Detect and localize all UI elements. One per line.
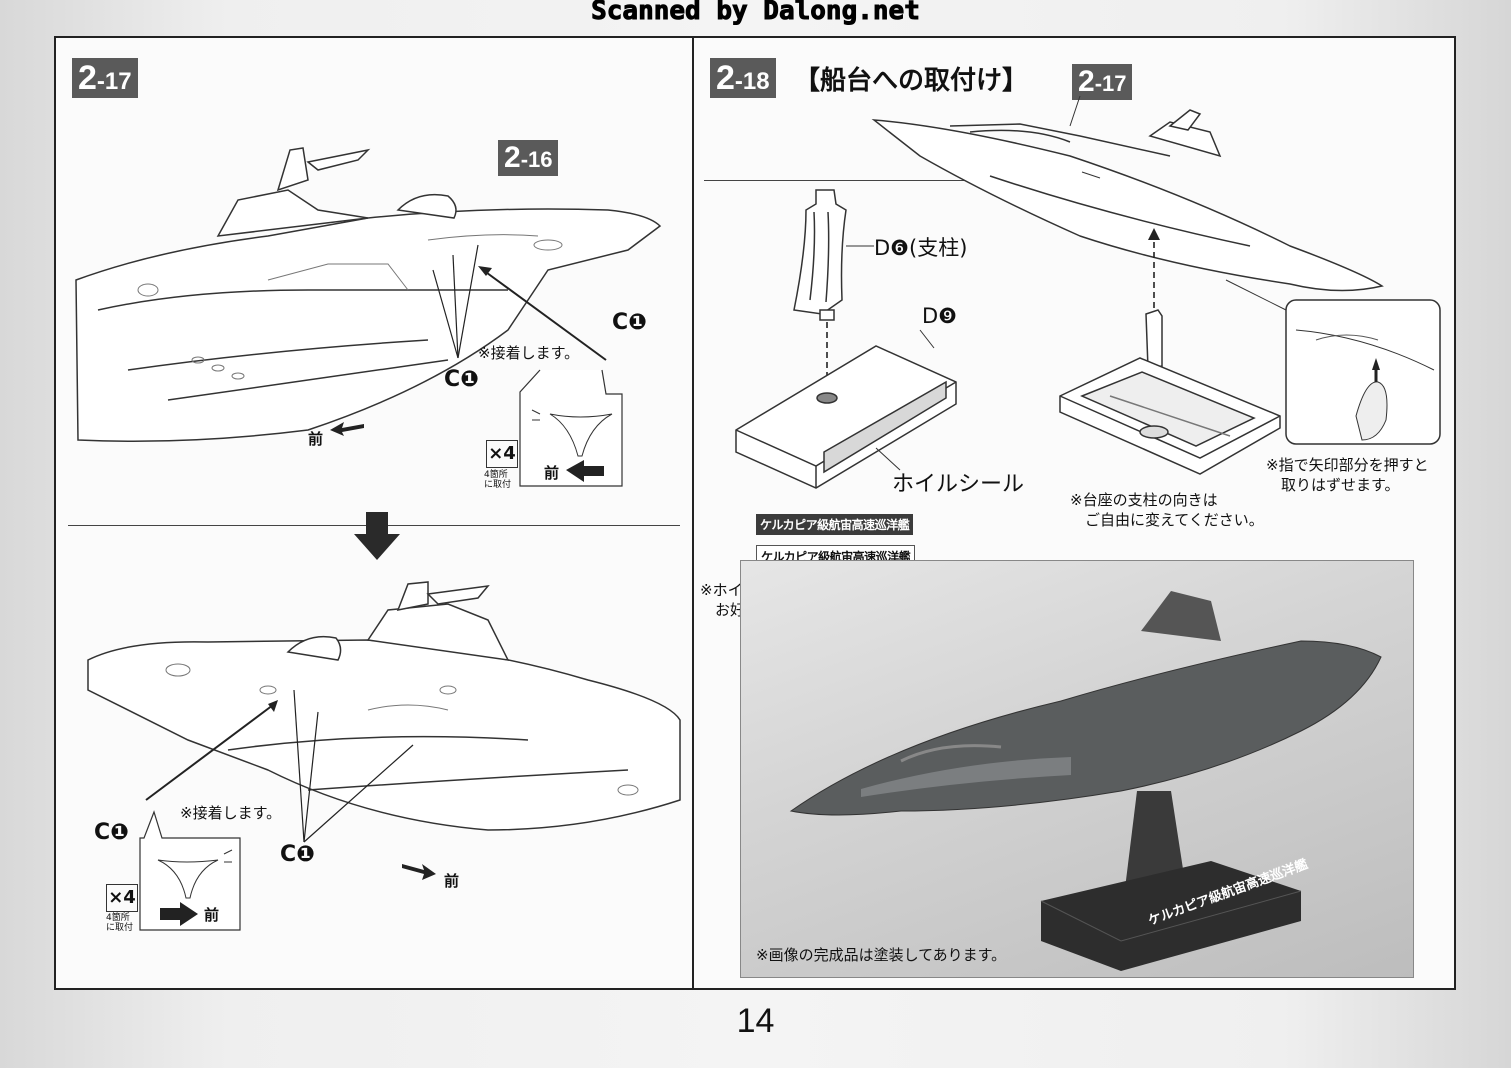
scan-credit: Scanned by Dalong.net [591,0,921,27]
sticker-option-dark: ケルカピア級航宙高速巡洋艦 [756,514,914,535]
mount-note-bottom: 4箇所 に取付 [106,913,134,933]
part-c1-label-mid: C❶ [444,367,479,392]
right-step-divider [704,180,1042,181]
inset-detail-top [519,369,623,487]
foil-sticker-label: ホイルシール [892,472,1025,497]
step-badge-2-18: 2-18 [710,58,776,98]
part-pillar-label: D❻(支柱) [874,236,968,260]
stand-orientation-note: ※台座の支柱の向きは ご自由に変えてください。 [1070,491,1264,529]
ship-on-stand-illustration [871,95,1384,475]
page-number: 14 [736,1002,775,1040]
mount-count-bottom: ×4 [106,884,138,912]
mount-count-top: ×4 [486,440,518,468]
finger-removal-note: ※指で矢印部分を押すと 取りはずせます。 [1266,456,1429,494]
part-c1-label-top: C❶ [612,310,647,335]
panel-divider [692,36,694,988]
step-title: 【船台への取付け】 [794,66,1029,96]
finger-inset [1225,279,1441,445]
photo-caption: ※画像の完成品は塗装してあります。 [756,946,1007,964]
part-c1-label-bottom-left: C❶ [94,820,129,845]
part-base-label: D❾ [922,304,957,328]
down-arrow-icon [354,512,400,560]
glue-note-top: ※接着します。 [478,344,580,362]
finished-model-photo: ケルカピア級航宙高速巡洋艦 [740,560,1414,978]
part-c1-label-bottom-mid: C❶ [280,842,315,867]
photo-model-render [789,591,1382,971]
front-label-inset-bottom: 前 [204,906,220,924]
front-label-top: 前 [308,430,324,448]
front-label-inset-top: 前 [544,464,560,482]
inset-detail-bottom [139,810,241,931]
ship-illustration-top [75,147,662,442]
ship-illustration-bottom [87,581,681,843]
glue-note-bottom: ※接着します。 [180,804,282,822]
mount-note-top: 4箇所 に取付 [484,470,512,490]
front-arrow-top-icon [330,422,364,436]
leader-lines-stand [846,245,935,471]
stand-illustration [735,189,957,489]
front-arrow-bottom-icon [402,864,436,880]
front-label-bottom: 前 [444,872,460,890]
ref-badge-2-17: 2-17 [1072,64,1133,100]
step-badge-2-17: 2-17 [72,58,138,98]
ref-badge-2-16: 2-16 [498,140,559,176]
